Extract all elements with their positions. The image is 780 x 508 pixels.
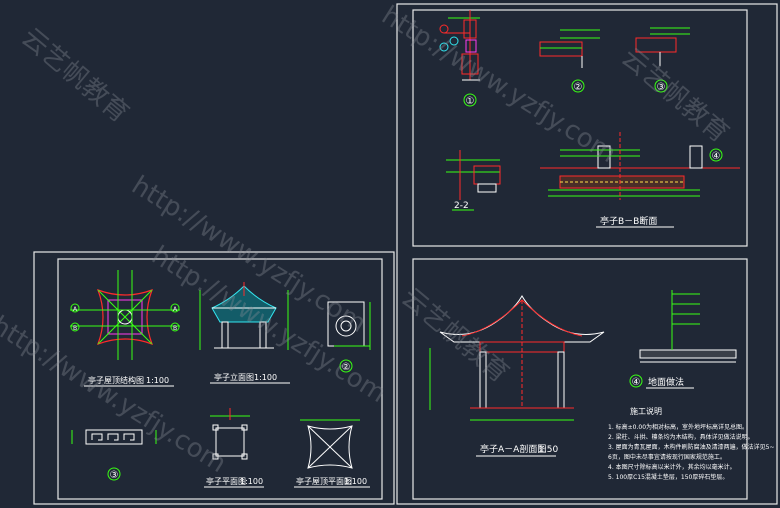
roof-plan-title: 亭子屋顶平面图 (296, 476, 352, 486)
axis-b-left: B (73, 325, 77, 332)
marker-1-top: ① (466, 96, 475, 107)
marker-2-top: ② (574, 82, 583, 93)
sheet-frames (33, 3, 778, 505)
roof-structure-title: 亭子屋顶结构图 (88, 375, 144, 385)
section-bb-drawing: ④ 亭子B－B断面 (540, 132, 740, 228)
notes-line-5: 4. 本图尺寸除标高以米计外，其余均以毫米计。 (608, 463, 736, 471)
front-elevation-title: 亭子立面图 (214, 372, 254, 382)
section-2-2-label: 2-2 (454, 201, 469, 211)
notes-line-3: 3. 屋面为青瓦屋面，木构件刷防腐油及清漆两遍，做法详见5~ (608, 443, 774, 451)
marker-4-bottom: ④ (632, 377, 641, 388)
roof-structure-plan: A B A B 亭子屋顶结构图 1:100 (70, 270, 180, 387)
roof-plan: 亭子屋顶平面图 1:100 (294, 419, 370, 488)
notes-line-2: 2. 梁柱、斗拱、檩条均为木结构，具体详见做法说明。 (608, 433, 754, 441)
front-elevation: 亭子立面图 1:100 (199, 282, 290, 384)
notes-line-4: 6页，图中未尽事宜请按现行国家规范施工。 (608, 453, 726, 461)
watermarks: http://www.yzfjy.com http://www.yzfjy.co… (0, 0, 734, 479)
watermark-url-4: http://www.yzfjy.com (0, 310, 231, 479)
construction-notes: 施工说明 1. 标高±0.00为相对标高，室外地坪标高详见总图。 2. 梁柱、斗… (608, 406, 774, 481)
ground-paving-detail: ④ 地面做法 (629, 290, 737, 389)
floor-plan-title: 亭子平面图 (206, 476, 246, 486)
axis-a-left: A (73, 306, 78, 313)
marker-3-bottom: ③ (110, 470, 119, 481)
notes-line-1: 1. 标高±0.00为相对标高，室外地坪标高详见总图。 (608, 423, 748, 431)
watermark-brand-2: 云艺帆教育 (616, 42, 735, 149)
watermark-brand-1: 云艺帆教育 (16, 22, 135, 129)
section-2-2-detail: 2-2 (446, 150, 501, 211)
floor-plan-scale: 1:100 (240, 477, 263, 486)
detail-1-column-cap: ① (439, 10, 480, 107)
section-bb-title: 亭子B－B断面 (600, 215, 657, 227)
section-aa-title: 亭子A－A剖面图 (480, 443, 546, 455)
roof-plan-scale: 1:100 (344, 477, 367, 486)
detail-2-stone-base: ② (539, 29, 600, 93)
lattice-detail-3: ③ (71, 429, 157, 481)
floor-plan: 亭子平面图 1:100 (204, 408, 264, 488)
axis-b-right: B (173, 325, 177, 332)
bottom-left-sheet-inner (57, 258, 383, 500)
ground-paving-title: 地面做法 (648, 376, 684, 388)
bottom-left-sheet-outer (33, 251, 395, 505)
bracket-detail-2: ② (327, 301, 371, 373)
marker-3-top: ③ (657, 82, 666, 93)
marker-2-bottom: ② (342, 362, 351, 373)
notes-heading: 施工说明 (630, 406, 662, 416)
marker-4-top: ④ (712, 151, 721, 162)
section-aa-scale: 1:50 (538, 445, 558, 455)
front-elevation-scale: 1:100 (254, 373, 277, 382)
top-right-sheet-inner-b (412, 9, 748, 247)
roof-structure-scale: 1:100 (146, 376, 169, 385)
bottom-right-sheet-inner (412, 258, 748, 500)
section-aa-drawing: 亭子A－A剖面图 1:50 (429, 294, 605, 457)
axis-a-right: A (173, 306, 178, 313)
notes-line-6: 5. 100厚C15混凝土垫层，150厚碎石垫层。 (608, 473, 728, 481)
detail-3-beam-joint: ③ (635, 27, 690, 93)
top-right-sheet-outer (396, 3, 778, 505)
